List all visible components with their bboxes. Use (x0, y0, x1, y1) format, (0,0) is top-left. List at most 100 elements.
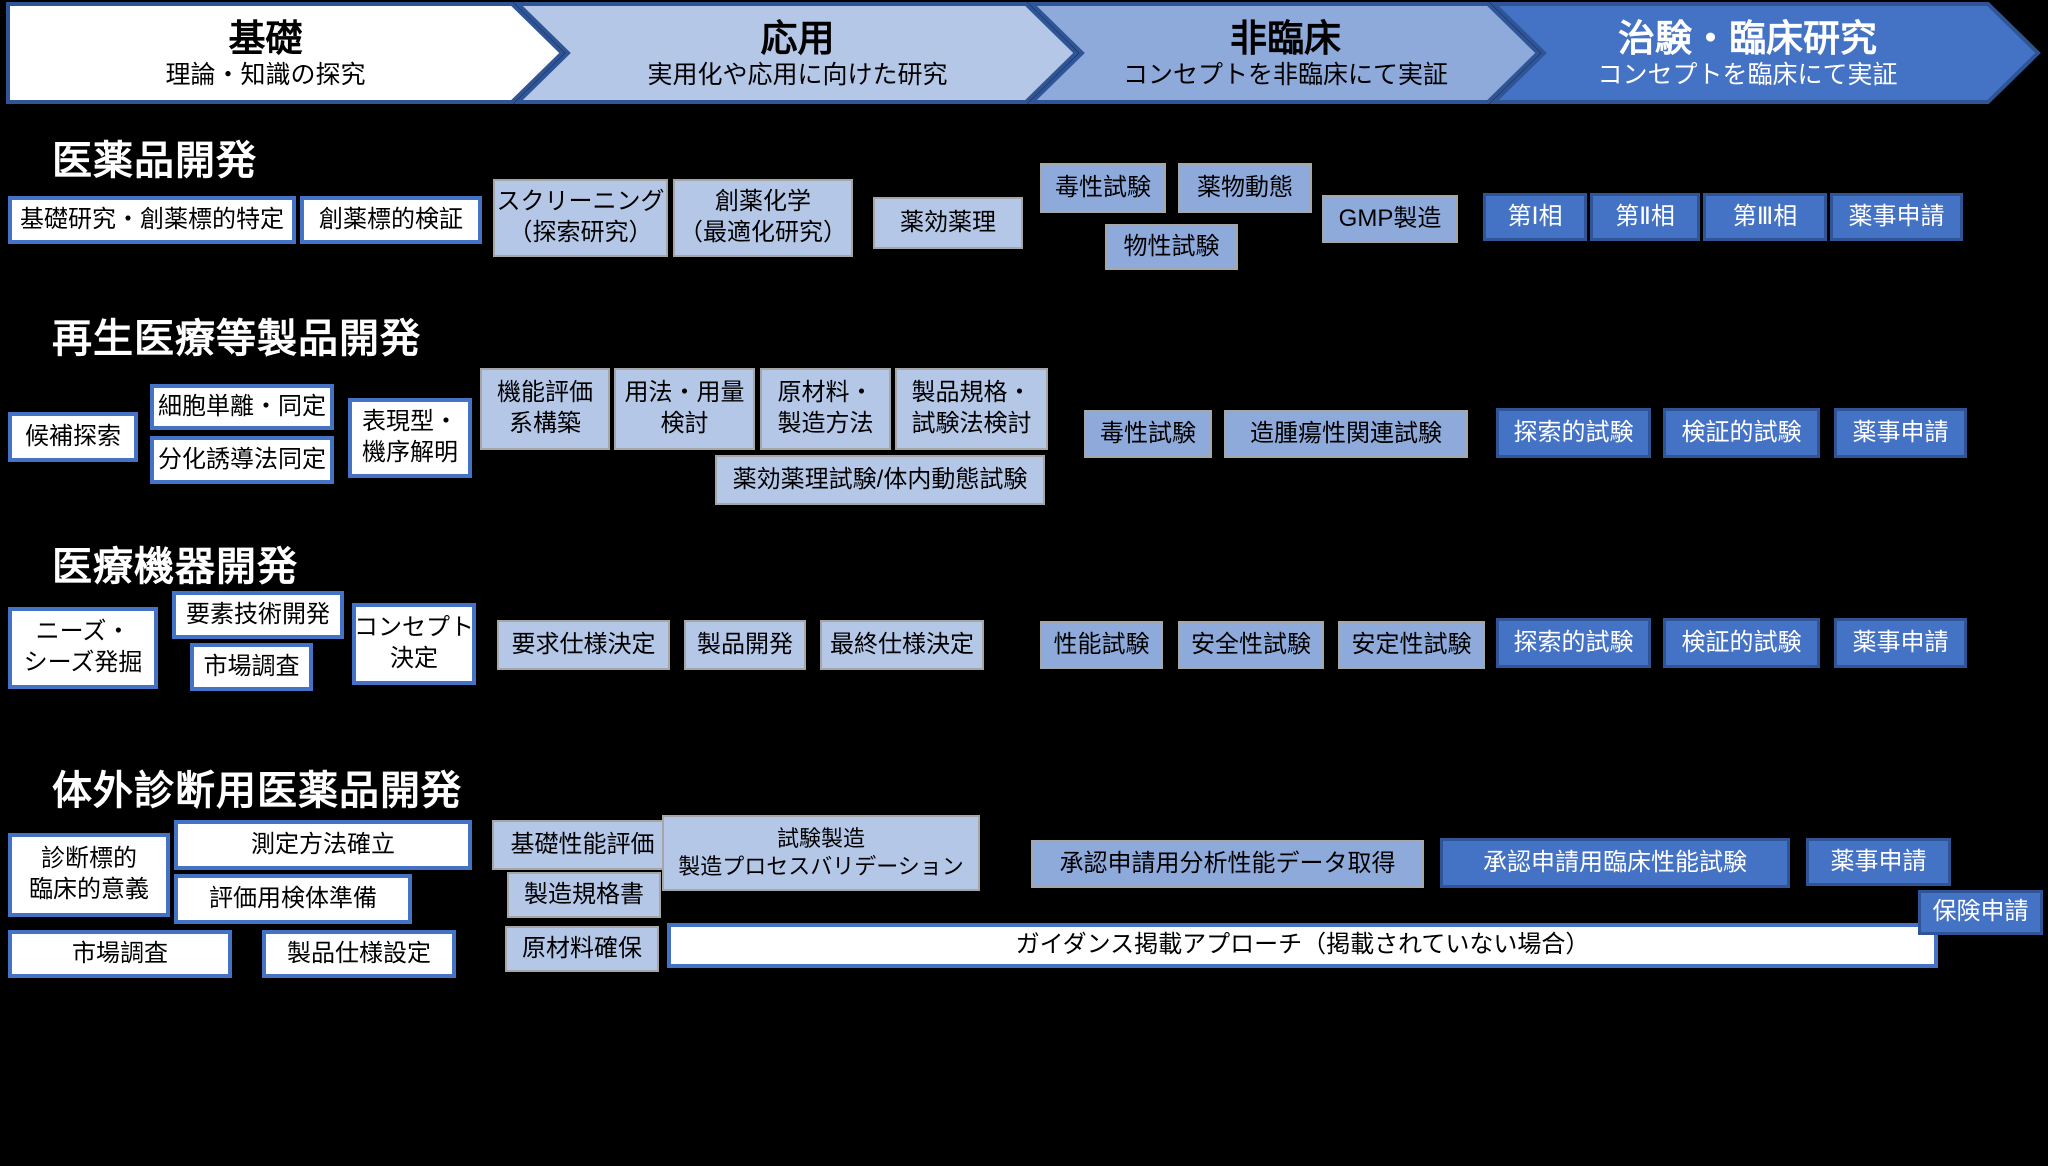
flow-box-line: 製造プロセスバリデーション (678, 854, 964, 879)
phase-subtitle: コンセプトを臨床にて実証 (1597, 60, 1898, 89)
flow-box-line: 細胞単離・同定 (158, 392, 326, 420)
phase-label-applied: 応用 実用化や応用に向けた研究 (545, 8, 1050, 100)
flow-box: 検証的試験 (1663, 618, 1820, 668)
flow-box: 安全性試験 (1178, 621, 1324, 669)
phase-label-nonclinical: 非臨床 コンセプトを非臨床にて実証 (1058, 8, 1513, 100)
flow-box-line: 決定 (390, 645, 438, 672)
flow-box-line: 試験法検討 (911, 410, 1032, 437)
flow-box-line: 製品仕様設定 (287, 939, 431, 967)
flow-box-line: 系構築 (509, 410, 581, 437)
flow-box-line: 製造規格書 (524, 880, 644, 908)
flow-box: 毒性試験 (1084, 410, 1212, 458)
flow-box: 物性試験 (1105, 224, 1238, 270)
flow-box: 造腫瘍性関連試験 (1224, 410, 1468, 458)
flow-box-line: 毒性試験 (1100, 419, 1196, 447)
flow-box: 評価用検体準備 (174, 874, 412, 924)
flow-box-line: 最終仕様決定 (830, 630, 974, 658)
flow-box-line: 市場調査 (203, 652, 300, 680)
flow-box: コンセプト決定 (352, 603, 476, 685)
flow-box: 測定方法確立 (174, 820, 472, 870)
flow-box-line: 測定方法確立 (251, 830, 395, 858)
flow-box-line: コンセプト (354, 614, 474, 642)
flow-box-line: 探索的試験 (1513, 418, 1634, 446)
flow-box-line: 安全性試験 (1191, 630, 1311, 658)
phase-title: 応用 (760, 18, 835, 60)
flow-box: 薬事申請 (1830, 193, 1963, 241)
flow-box: 薬事申請 (1806, 838, 1951, 886)
flow-box-line: 機序解明 (362, 439, 458, 466)
phase-arrow-basic (6, 2, 565, 104)
flow-box: 試験製造製造プロセスバリデーション (662, 815, 980, 891)
flow-box: 安定性試験 (1338, 621, 1485, 669)
flow-box-line: 機能評価 (497, 379, 593, 407)
flow-box: 機能評価系構築 (480, 368, 610, 450)
flow-box-line: 創薬標的検証 (319, 205, 463, 233)
flow-box: 最終仕様決定 (820, 620, 984, 670)
flow-box-line: スクリーニング (496, 188, 665, 216)
flow-box: 表現型・機序解明 (348, 398, 472, 478)
phase-arrow-clinical (1489, 2, 2041, 104)
flow-box: 薬効薬理 (873, 197, 1023, 249)
flow-box: 第Ⅰ相 (1483, 193, 1587, 241)
flow-box: 承認申請用臨床性能試験 (1440, 838, 1790, 888)
flow-box: 第Ⅱ相 (1590, 193, 1700, 241)
flow-box-line: 薬事申請 (1848, 202, 1945, 230)
flow-box-line: 検証的試験 (1681, 418, 1802, 446)
flow-box: 要素技術開発 (172, 591, 344, 639)
flow-box-line: 薬事申請 (1830, 847, 1927, 875)
flow-box-line: （最適化研究） (679, 219, 847, 246)
flow-box: 創薬化学 （最適化研究） (673, 179, 853, 257)
phase-header (6, 2, 2041, 104)
flow-box-line: 創薬化学 (715, 188, 811, 216)
phase-subtitle: 実用化や応用に向けた研究 (647, 60, 948, 89)
flow-box: スクリーニング（探索研究） (493, 179, 668, 257)
track-title-0: 医薬品開発 (52, 139, 257, 183)
flow-box-line: 性能試験 (1053, 630, 1150, 658)
track-title-1: 再生医療等製品開発 (52, 317, 421, 361)
phase-arrow-nonclinical (1027, 2, 1541, 104)
flow-box: 薬事申請 (1834, 408, 1967, 458)
flow-box: 基礎性能評価 (492, 820, 673, 870)
flow-box-line: 薬物動態 (1197, 173, 1293, 201)
flow-box: 検証的試験 (1663, 408, 1820, 458)
phase-label-basic: 基礎 理論・知識の探究 (8, 8, 523, 100)
flow-box-line: 候補探索 (25, 422, 121, 450)
flow-box-line: シーズ発掘 (23, 649, 143, 676)
flow-box-line: 毒性試験 (1055, 173, 1151, 201)
flow-box-line: ガイダンス掲載アプローチ（掲載されていない場合） (1015, 931, 1590, 959)
flow-box-line: 製品規格・ (911, 379, 1032, 407)
phase-title: 非臨床 (1230, 18, 1341, 60)
flow-box: 毒性試験 (1040, 163, 1166, 213)
flow-box-line: 表現型・ (362, 408, 458, 436)
flow-box: 原材料確保 (505, 926, 659, 972)
flow-box: 分化誘導法同定 (150, 436, 334, 484)
flow-box-line: 安定性試験 (1351, 630, 1472, 658)
flow-box-line: 原材料確保 (522, 934, 642, 962)
flow-box: 候補探索 (8, 412, 138, 462)
flow-box: 市場調査 (8, 930, 232, 978)
flow-box: 薬効薬理試験/体内動態試験 (715, 455, 1045, 505)
flow-box-line: 評価用検体準備 (209, 884, 377, 912)
flow-box-line: 薬事申請 (1852, 418, 1949, 446)
flow-box-line: 第Ⅱ相 (1615, 202, 1675, 230)
flow-box-line: GMP製造 (1338, 204, 1442, 232)
phase-title: 基礎 (228, 18, 303, 60)
phase-arrow-applied (513, 2, 1079, 104)
flow-box: 探索的試験 (1496, 408, 1651, 458)
flow-box-line: 基礎性能評価 (510, 830, 655, 858)
flow-box: 製品開発 (684, 620, 806, 670)
flow-box: 製品仕様設定 (262, 930, 456, 978)
flow-box-line: 検討 (660, 410, 709, 437)
flow-box: ガイダンス掲載アプローチ（掲載されていない場合） (667, 923, 1938, 968)
flow-box-line: 承認申請用分析性能データ取得 (1059, 849, 1396, 877)
flow-box-line: 基礎研究・創薬標的特定 (20, 205, 284, 233)
flow-box: 探索的試験 (1496, 618, 1651, 668)
flow-box: 薬物動態 (1178, 163, 1312, 213)
flow-box-line: 要求仕様決定 (511, 630, 656, 658)
phase-subtitle: コンセプトを非臨床にて実証 (1122, 60, 1448, 89)
flow-box: 基礎研究・創薬標的特定 (8, 196, 296, 244)
flow-box-line: 薬効薬理試験/体内動態試験 (732, 465, 1028, 493)
phase-title: 治験・臨床研究 (1618, 18, 1877, 60)
flow-box: 第Ⅲ相 (1703, 193, 1827, 241)
flow-box-line: ニーズ・ (35, 618, 131, 646)
